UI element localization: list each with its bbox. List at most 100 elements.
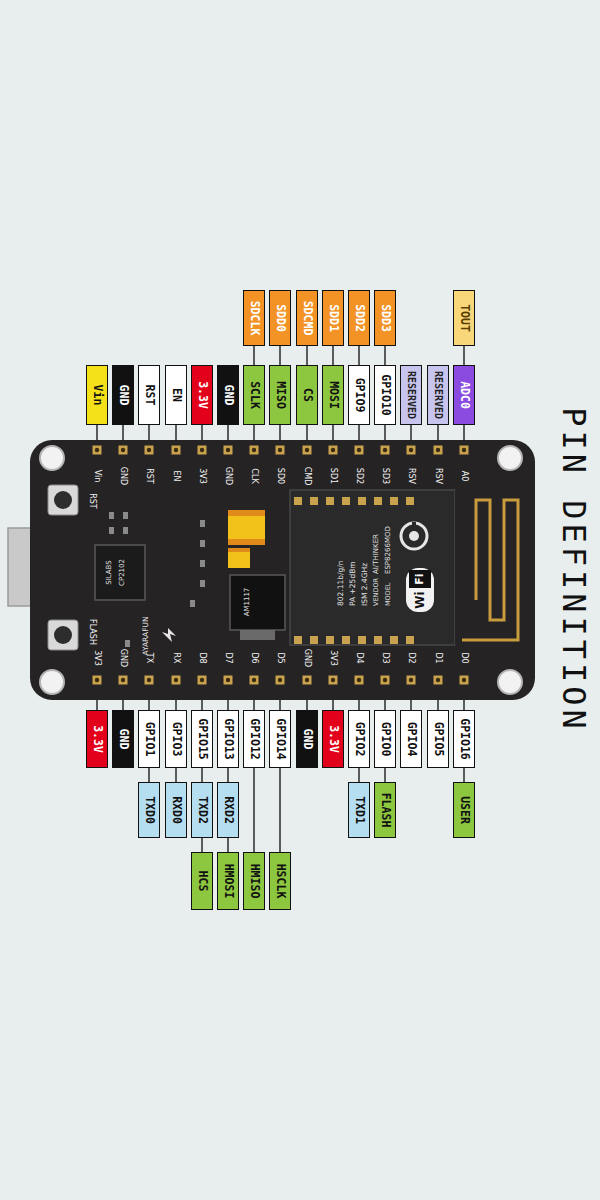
silkscreen-text: GND <box>116 640 130 676</box>
board-graphic <box>329 446 338 455</box>
board-graphic <box>190 600 195 607</box>
board-graphic <box>48 485 78 515</box>
pin-label: GPIO14 <box>269 710 291 768</box>
board-graphic <box>498 670 522 694</box>
pin-label: SCLK <box>243 365 265 425</box>
pin-label: SDCLK <box>243 290 265 346</box>
silkscreen-text: D4 <box>352 640 366 676</box>
board-graphic <box>342 636 350 644</box>
board-graphic <box>119 676 128 685</box>
board-graphic <box>123 512 128 519</box>
silkscreen-text: A0 <box>457 458 471 494</box>
board-graphic <box>455 490 535 645</box>
pin-label: SDD2 <box>348 290 370 346</box>
pin-label: GPIO1 <box>138 710 160 768</box>
board-graphic <box>240 630 275 640</box>
pin-label: GPIO15 <box>191 710 213 768</box>
board-graphic <box>412 522 416 529</box>
board-graphic <box>303 446 312 455</box>
board-graphic <box>407 446 416 455</box>
board-text: AM1117 <box>242 578 253 626</box>
board-text: AI/THINKER <box>371 520 382 574</box>
board-graphic <box>93 446 102 455</box>
board-graphic <box>145 676 154 685</box>
silkscreen-text: GND <box>221 458 235 494</box>
board-graphic <box>390 636 398 644</box>
pin-label: MOSI <box>322 365 344 425</box>
silkscreen-text: D2 <box>404 640 418 676</box>
pin-label: RESERVED <box>427 365 449 425</box>
board-graphic <box>200 560 205 567</box>
board-graphic <box>250 676 259 685</box>
board-text: SILABS <box>104 548 115 597</box>
board-graphic <box>149 768 464 782</box>
board-graphic <box>40 670 64 694</box>
board-graphic <box>310 497 318 505</box>
silkscreen-text: EN <box>169 458 183 494</box>
silkscreen-text: GND <box>300 640 314 676</box>
board-graphic <box>228 539 265 545</box>
board-text: PA +25dBm <box>347 528 358 606</box>
pin-label: CS <box>296 365 318 425</box>
board-text: Wi <box>408 590 432 610</box>
pin-label: HCS <box>191 852 213 910</box>
silkscreen-text: CMD <box>300 458 314 494</box>
silkscreen-text: 3V3 <box>326 640 340 676</box>
pin-label: TXD0 <box>138 782 160 838</box>
pin-label: RXD2 <box>217 782 239 838</box>
pin-label: GPIO2 <box>348 710 370 768</box>
silkscreen-text: D5 <box>273 640 287 676</box>
pin-label: TOUT <box>453 290 475 346</box>
silkscreen-text: RST <box>142 458 156 494</box>
pin-label: ADC0 <box>453 365 475 425</box>
board-graphic <box>230 575 285 630</box>
board-graphic <box>54 626 72 644</box>
pin-label: EN <box>165 365 187 425</box>
pin-label: 3.3V <box>322 710 344 768</box>
board-graphic <box>358 636 366 644</box>
pin-label: GPIO0 <box>374 710 396 768</box>
board-text: RST <box>85 486 99 516</box>
board-graphic <box>200 540 205 547</box>
silkscreen-text: GND <box>116 458 130 494</box>
pin-label: GND <box>217 365 239 425</box>
board-graphic <box>123 527 128 534</box>
silkscreen-text: D1 <box>431 640 445 676</box>
board-graphic <box>434 676 443 685</box>
pin-label: RST <box>138 365 160 425</box>
board-graphic <box>198 676 207 685</box>
board-graphic <box>95 545 145 600</box>
pin-label: 3.3V <box>191 365 213 425</box>
pin-label: RESERVED <box>400 365 422 425</box>
silkscreen-text: 3V3 <box>90 640 104 676</box>
pin-label: GPIO10 <box>374 365 396 425</box>
silkscreen-text: 3V3 <box>195 458 209 494</box>
board-graphic <box>250 446 259 455</box>
board-graphic <box>326 497 334 505</box>
silkscreen-text: RSV <box>431 458 445 494</box>
board-graphic <box>30 440 535 700</box>
board-text: MODEL <box>383 576 394 606</box>
pin-label: GND <box>296 710 318 768</box>
pin-label: GPIO5 <box>427 710 449 768</box>
board-graphic <box>434 446 443 455</box>
pin-label: TXD1 <box>348 782 370 838</box>
board-graphic <box>326 636 334 644</box>
board-graphic <box>462 500 518 640</box>
silkscreen-text: SD0 <box>273 458 287 494</box>
board-graphic <box>200 580 205 587</box>
pin-label: GND <box>112 365 134 425</box>
board-text: Fi <box>409 570 431 588</box>
pin-label: SDD3 <box>374 290 396 346</box>
board-graphic <box>406 568 434 612</box>
silkscreen-text: CLK <box>247 458 261 494</box>
board-graphic <box>498 446 522 470</box>
pin-label: Vin <box>86 365 108 425</box>
silkscreen-text: RX <box>169 640 183 676</box>
board-graphic <box>125 640 130 647</box>
board-graphic <box>374 636 382 644</box>
board-text: ISM 2.4GHz <box>359 528 370 606</box>
board-graphic <box>198 446 207 455</box>
